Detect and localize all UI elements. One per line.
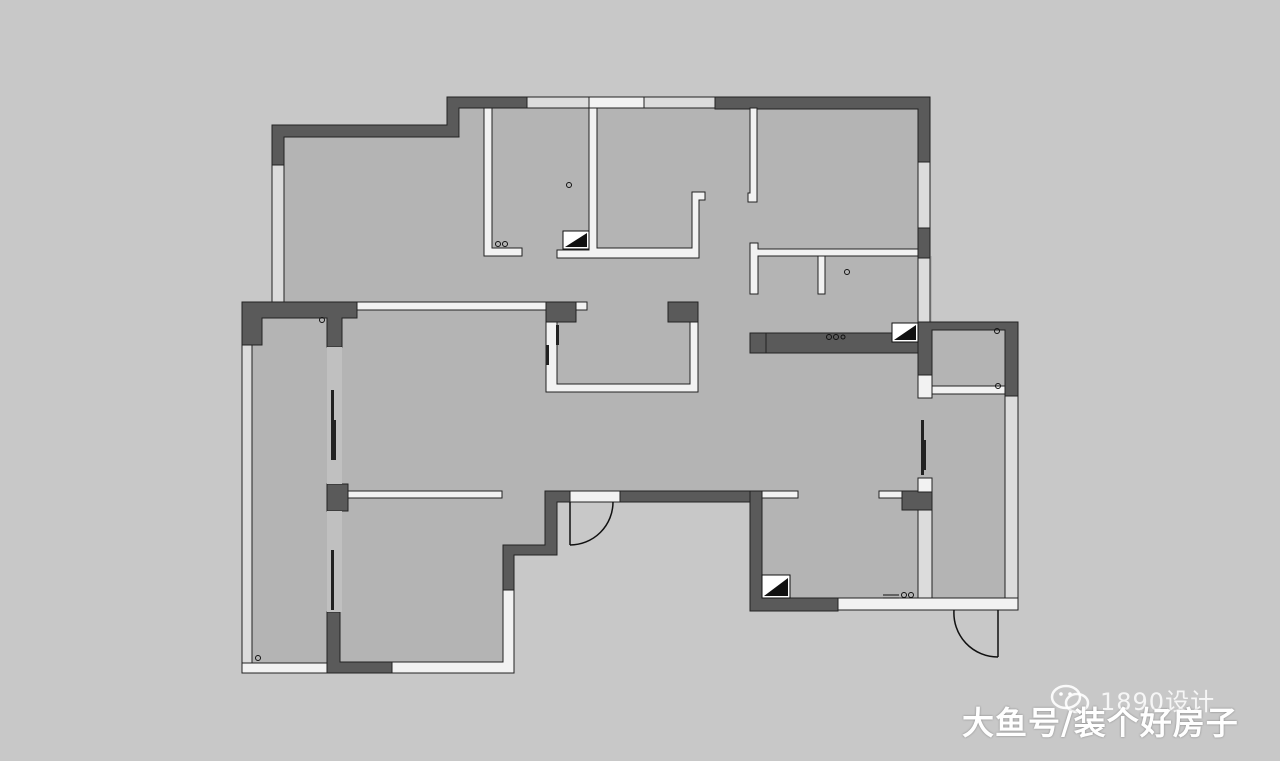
pillar-center-left	[545, 301, 577, 323]
window-west	[271, 164, 285, 303]
wall-bathroom-divider	[817, 255, 826, 295]
wall-east-divider	[761, 490, 799, 499]
window-west-balcony	[241, 344, 253, 664]
wall-east-col	[917, 374, 933, 399]
watermark-source-label: 1890设计	[1100, 687, 1216, 716]
wall-living-north-stub	[575, 301, 588, 311]
wechat-icon	[1050, 684, 1090, 714]
window-east-upper	[917, 161, 931, 229]
west-balcony-floor	[250, 315, 330, 665]
wall-east-divider-2	[878, 490, 903, 499]
ducts	[562, 230, 919, 599]
wall-east-balcony-divider	[931, 385, 1006, 395]
window-west-inner-upper	[327, 347, 342, 484]
wall-south-center	[619, 490, 763, 503]
wall-east-col-2	[917, 477, 933, 493]
watermark-source: 1890设计	[1050, 682, 1215, 716]
door-swings	[569, 501, 999, 658]
window-north-2	[643, 96, 716, 109]
window-east-balcony	[1004, 395, 1019, 599]
wall-closet	[483, 107, 523, 257]
door-frame-entry	[569, 490, 621, 503]
window-north-1	[526, 96, 590, 109]
wall-bathroom	[749, 242, 919, 295]
interior-walls	[241, 96, 1019, 674]
pillar-east-mid	[901, 490, 933, 511]
pillar-west-mid	[326, 483, 349, 512]
exterior-walls	[241, 96, 1019, 674]
entry-door-swing	[569, 501, 614, 546]
wall-east-mid	[917, 227, 931, 259]
watermark-brand: 大鱼号/装个好房子	[962, 704, 1239, 742]
plumbing-points	[255, 182, 1001, 661]
window-east-inner	[917, 509, 933, 599]
wall-south-west-bottom	[241, 662, 328, 674]
east-balcony-door-swing	[953, 609, 999, 658]
pillar-center-right	[667, 301, 699, 323]
wall-bedroom-divider	[556, 107, 706, 259]
wall-west-room-divider	[347, 490, 503, 499]
wall-kitchen-end	[749, 332, 767, 354]
wall-north-between	[588, 96, 645, 109]
window-west-inner-lower	[327, 511, 342, 612]
wall-living-north	[356, 301, 547, 311]
wall-east-bedroom	[747, 107, 758, 203]
window-east-lower	[917, 257, 931, 323]
wall-south-east-bottom	[837, 597, 1019, 611]
sliding-doors	[331, 325, 926, 610]
wall-south-bottom	[391, 589, 515, 674]
